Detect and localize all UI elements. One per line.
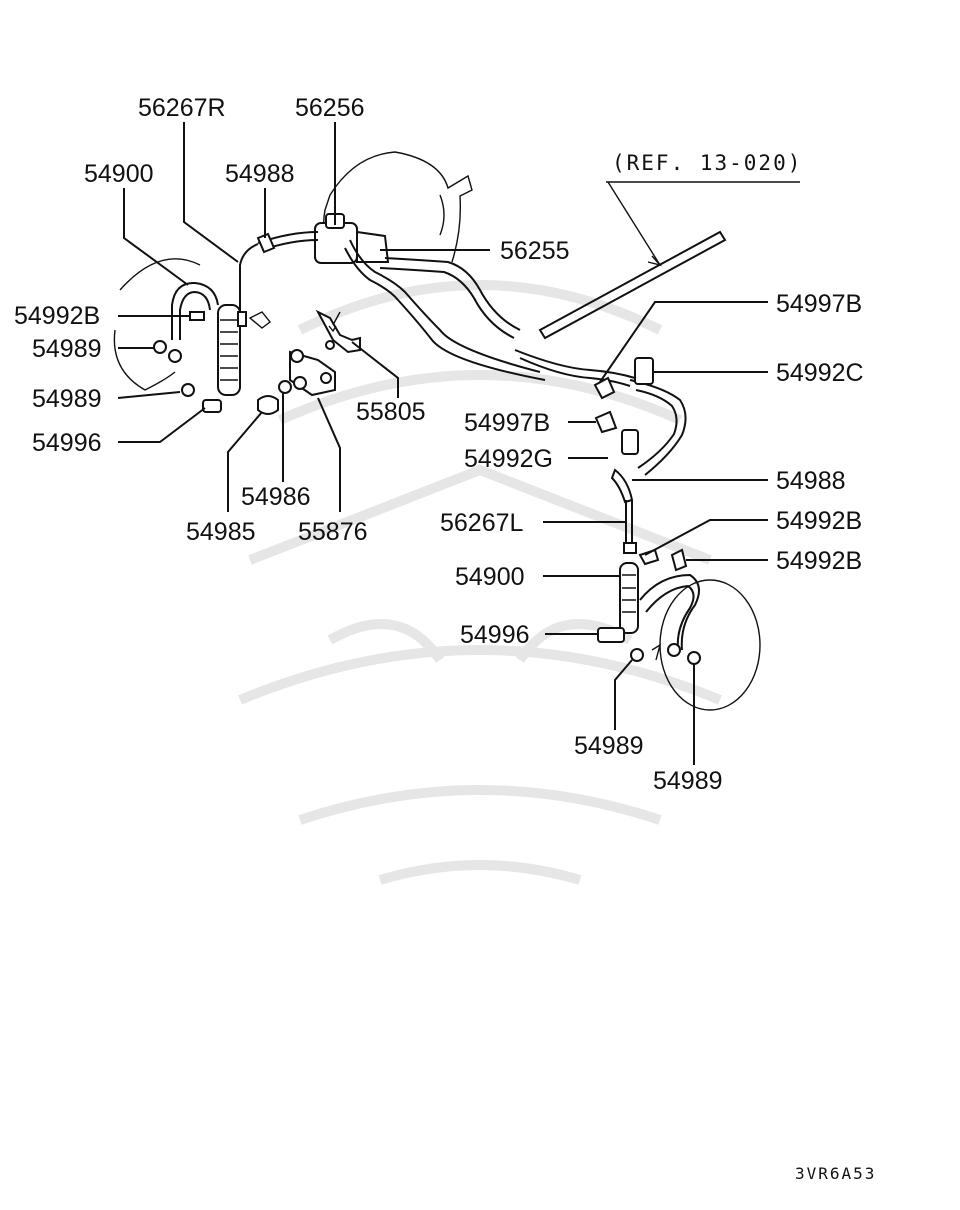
callout-54996-right: 54996 (460, 621, 530, 649)
callout-56255: 56255 (500, 237, 570, 265)
callout-labels: 56267R 56256 54900 54988 56255 54992B 54… (14, 94, 864, 795)
watermark-emblem (238, 280, 722, 885)
callout-54900-left: 54900 (84, 160, 154, 188)
callout-54996-left: 54996 (32, 429, 102, 457)
callout-54989-right-b: 54989 (653, 767, 723, 795)
callout-55876: 55876 (298, 518, 368, 546)
callout-54988-left: 54988 (225, 160, 295, 188)
callout-54992G: 54992G (464, 445, 553, 473)
left-brake-hose-assembly (113, 232, 292, 415)
proportioning-valve (289, 349, 336, 397)
callout-54992B-left: 54992B (14, 302, 100, 330)
callout-56256: 56256 (295, 94, 365, 122)
callout-55805: 55805 (356, 398, 426, 426)
reference-note: (REF. 13-020) (612, 151, 802, 175)
callout-54992B-right-a: 54992B (776, 507, 862, 535)
brake-pipes-main (257, 231, 636, 387)
three-way-joint (315, 309, 361, 354)
right-brake-hose-assembly (597, 548, 761, 711)
pipe-ref-13-020 (538, 181, 800, 340)
callout-54986: 54986 (241, 483, 311, 511)
callout-54992B-right-b: 54992B (776, 547, 862, 575)
callout-54997B-top: 54997B (776, 290, 862, 318)
right-pipe-clamps (593, 357, 687, 554)
leader-lines (117, 122, 768, 765)
callout-54900-right: 54900 (455, 563, 525, 591)
callout-56267L: 56267L (440, 509, 524, 537)
callout-54989-left-b: 54989 (32, 385, 102, 413)
callout-54985: 54985 (186, 518, 256, 546)
callout-56267R: 56267R (138, 94, 226, 122)
callout-54989-right-a: 54989 (574, 732, 644, 760)
callout-54988-right: 54988 (776, 467, 846, 495)
diagram-code: 3VR6A53 (795, 1164, 876, 1183)
master-cylinder (314, 213, 390, 264)
callout-54997B-mid: 54997B (464, 409, 550, 437)
callout-54992C: 54992C (776, 359, 864, 387)
callout-54989-left-a: 54989 (32, 335, 102, 363)
